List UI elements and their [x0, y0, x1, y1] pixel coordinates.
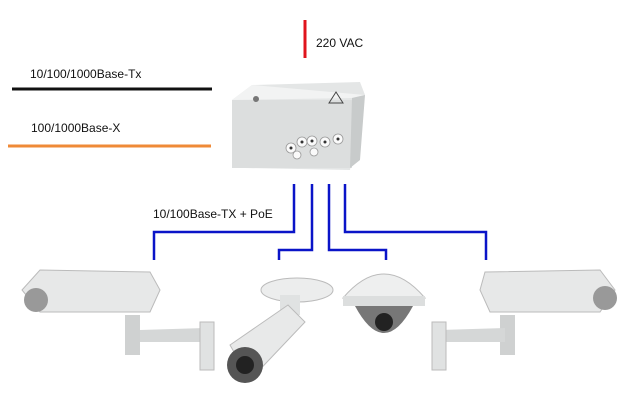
warning-triangle-icon: [328, 91, 344, 104]
bullet-camera: [227, 277, 334, 383]
power-label: 220 VAC: [316, 36, 364, 50]
box-camera-right: [431, 269, 617, 371]
copper-uplink-label: 10/100/1000Base-Tx: [30, 67, 142, 81]
poe-line-1: [152, 184, 296, 260]
box-camera-left: [21, 269, 215, 371]
poe-line-4: [343, 184, 488, 260]
poe-line-3: [327, 184, 388, 260]
switch-enclosure: [232, 82, 365, 170]
camera-links-label: 10/100Base-TX + PoE: [153, 207, 273, 221]
fiber-uplink-label: 100/1000Base-X: [31, 121, 121, 135]
poe-line-2: [277, 184, 314, 260]
dome-camera: [341, 273, 427, 333]
